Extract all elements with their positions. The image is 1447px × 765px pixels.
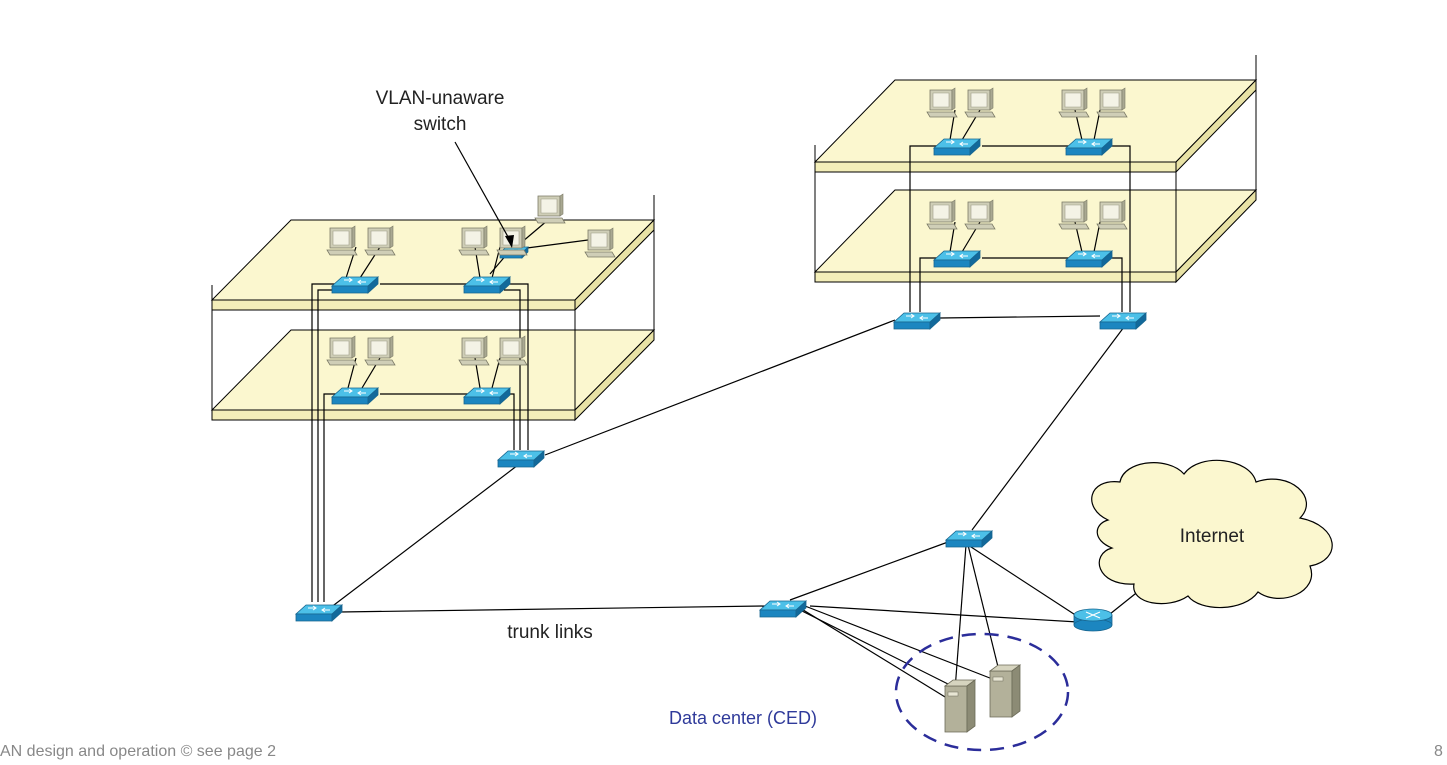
pc-icon — [534, 193, 566, 224]
page-number: 8 — [1434, 743, 1443, 760]
router-icon — [1073, 608, 1113, 632]
switch-icon — [463, 387, 511, 405]
internet-label: Internet — [1180, 526, 1245, 547]
vlan-unaware-label-line1: VLAN-unaware — [376, 88, 505, 109]
building-right — [813, 55, 1258, 284]
pc-icon — [584, 227, 616, 258]
server-icon — [944, 679, 976, 733]
pc-icon — [326, 225, 358, 256]
data-center-label: Data center (CED) — [669, 708, 817, 728]
pc-icon — [964, 199, 996, 230]
switch-icon — [1065, 250, 1113, 268]
switch-icon — [933, 138, 981, 156]
switch-icon — [933, 250, 981, 268]
pc-icon — [1096, 87, 1128, 118]
pc-icon — [926, 199, 958, 230]
server-icon — [989, 664, 1021, 718]
footer-text: AN design and operation © see page 2 — [0, 743, 276, 760]
pc-icon — [458, 225, 490, 256]
pc-icon — [1058, 87, 1090, 118]
switch-icon — [759, 600, 807, 618]
vlan-unaware-label-line2: switch — [414, 114, 467, 135]
switch-icon — [1099, 312, 1147, 330]
pc-icon — [926, 87, 958, 118]
data-center — [894, 632, 1070, 752]
callout-pointer — [454, 141, 513, 245]
switch-icon — [295, 604, 343, 622]
pc-icon — [458, 335, 490, 366]
pc-icon — [326, 335, 358, 366]
cloud-icon — [1091, 459, 1333, 609]
pc-icon — [1058, 199, 1090, 230]
switch-icon — [331, 276, 379, 294]
switch-icon — [497, 450, 545, 468]
building-left — [210, 195, 656, 422]
pc-icon — [1096, 199, 1128, 230]
switch-icon — [945, 530, 993, 548]
switch-icon — [331, 387, 379, 405]
switch-icon — [1065, 138, 1113, 156]
pc-icon — [364, 335, 396, 366]
pc-icon — [364, 225, 396, 256]
switch-icon — [893, 312, 941, 330]
switch-icon — [463, 276, 511, 294]
callout-arrowhead — [505, 235, 514, 248]
pc-icon — [496, 335, 528, 366]
trunk-links-label: trunk links — [507, 622, 593, 643]
pc-icon — [964, 87, 996, 118]
